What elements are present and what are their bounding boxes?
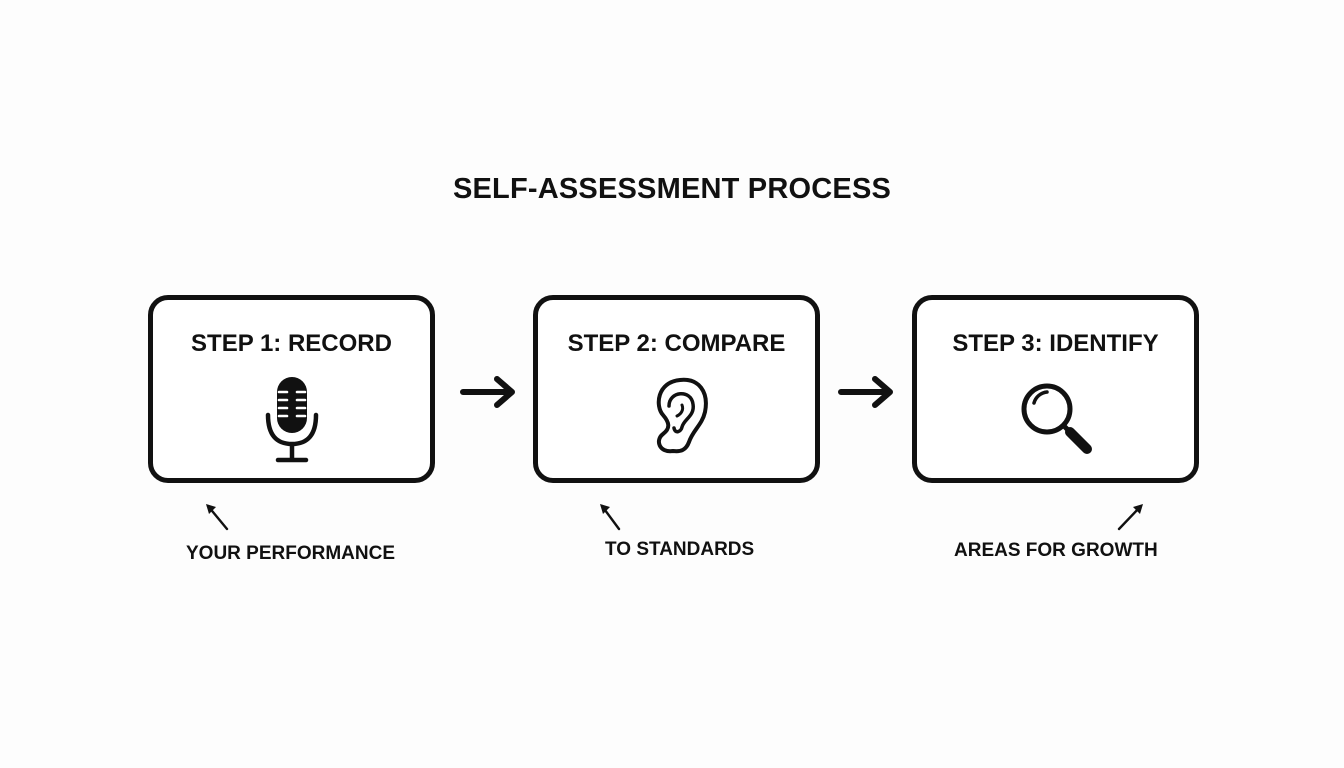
step-3-label: STEP 3: IDENTIFY	[952, 330, 1159, 357]
step-1-label: STEP 1: RECORD	[191, 330, 392, 357]
pointer-arrow-icon	[206, 504, 229, 531]
step-2-note: TO STANDARDS	[605, 539, 755, 560]
right-arrow-icon	[460, 376, 515, 408]
pointer-arrow-icon	[1117, 504, 1143, 531]
step-3-note: AREAS FOR GROWTH	[954, 540, 1158, 561]
magnifying-glass-icon	[1021, 383, 1092, 454]
step-1-note: YOUR PERFORMANCE	[186, 543, 396, 564]
diagram-title: SELF-ASSESSMENT PROCESS	[452, 173, 892, 205]
step-3-box: STEP 3: IDENTIFY	[912, 295, 1199, 483]
ear-icon	[656, 377, 708, 454]
right-arrow-icon	[838, 376, 893, 408]
pointer-arrow-icon	[600, 504, 621, 531]
step-2-label: STEP 2: COMPARE	[567, 330, 786, 357]
step-1-box: STEP 1: RECORD	[148, 295, 435, 483]
microphone-icon	[265, 377, 318, 463]
step-2-box: STEP 2: COMPARE	[533, 295, 820, 483]
